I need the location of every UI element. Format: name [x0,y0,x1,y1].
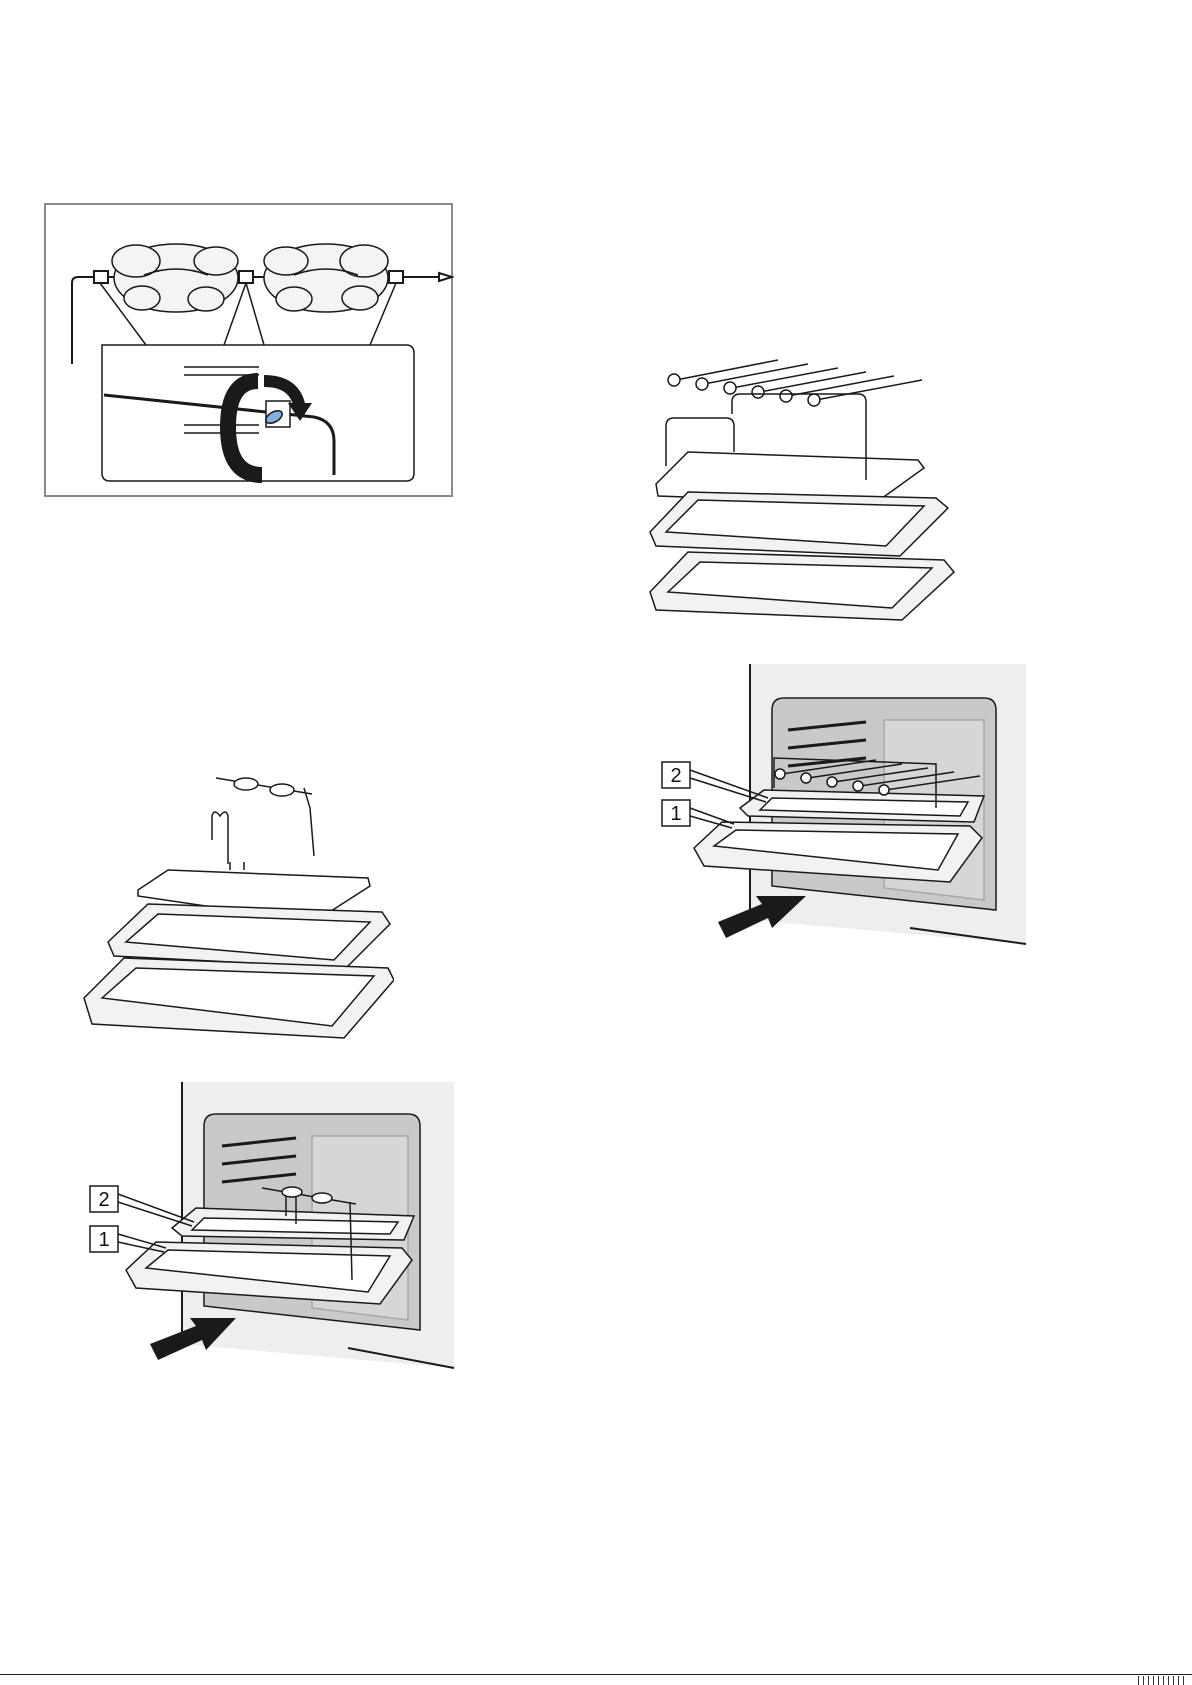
callout-2-label: 2 [98,1189,109,1211]
footer-ticks [1138,1676,1192,1685]
chicken-icon [112,244,238,312]
callout-1-label: 1 [98,1229,109,1251]
kebab-assembly-figure [648,356,968,626]
spit-icon [212,778,314,864]
spit-oven-figure: 2 1 [86,1080,456,1370]
spit-assembly-figure [82,772,394,1044]
callout-1-label: 1 [670,803,681,825]
skewer-icon [668,360,922,406]
kebab-oven-figure: 2 1 [656,660,1028,948]
callout-2-label: 2 [670,765,681,787]
tray-icon [84,904,394,1038]
spit-detail-inset [102,345,414,481]
footer-rule [0,1674,1192,1675]
tray-icon [694,790,984,882]
wire-rack-icon [656,394,924,504]
tray-icon [650,492,954,620]
chicken-icon [264,244,388,312]
rotisserie-chickens-figure [44,203,454,498]
tray-icon [126,1208,414,1304]
callout-2: 2 [90,1186,194,1226]
